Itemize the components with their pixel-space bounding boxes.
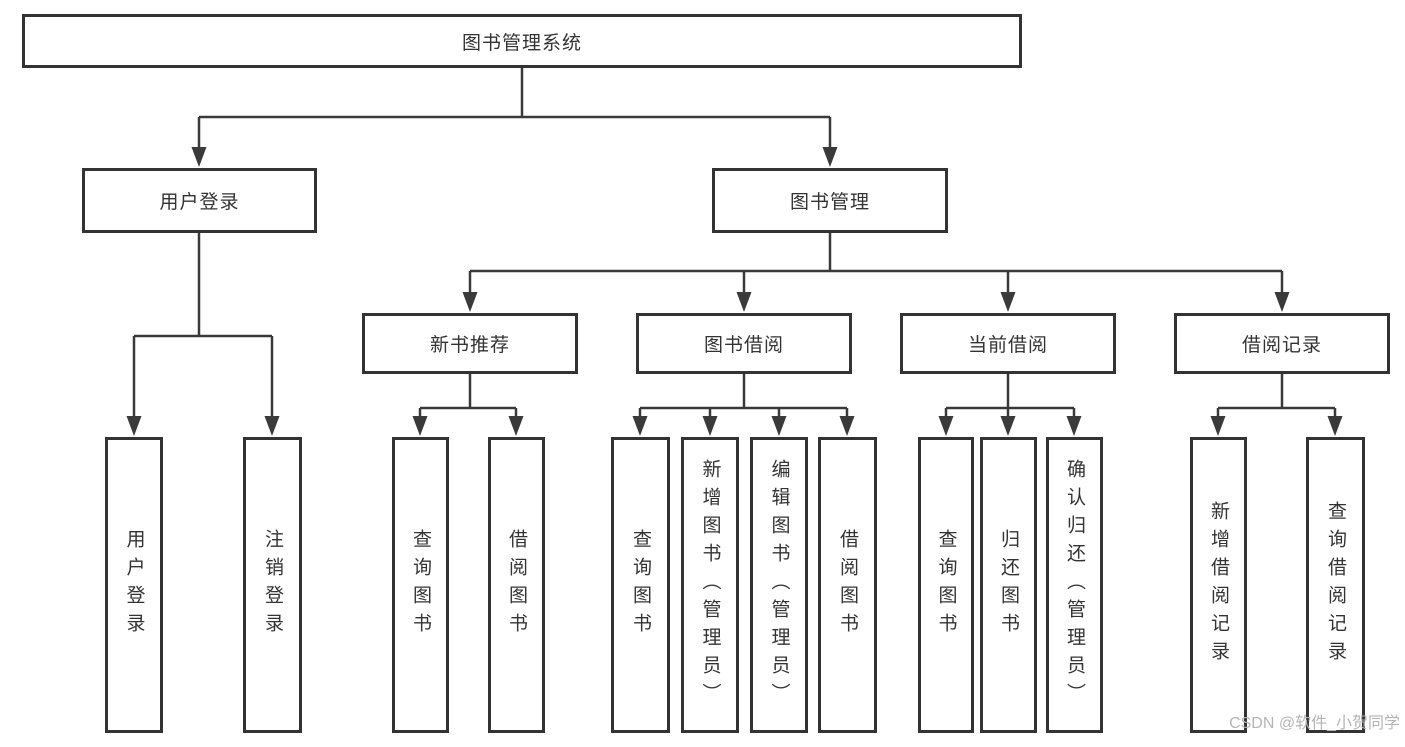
node-label: 用户登录 — [159, 192, 240, 213]
arrowhead — [126, 416, 142, 436]
node-label: 图书借阅 — [703, 335, 784, 356]
node-label: 新增借阅记录 — [1208, 501, 1229, 669]
leaf-borrow-books: 借阅图书 — [488, 437, 545, 733]
leaf-edit-books-admin: 编辑图书（管理员） — [750, 437, 808, 733]
leaf-query-books: 查询图书 — [392, 437, 449, 733]
arrowhead — [1210, 416, 1226, 436]
arrowhead — [736, 292, 752, 312]
arrowhead — [264, 416, 280, 436]
arrowhead — [1274, 292, 1290, 312]
leaf-logout: 注销登录 — [243, 437, 302, 733]
arrowhead — [508, 416, 524, 436]
arrowhead — [938, 416, 954, 436]
node-label: 新增图书（管理员） — [699, 459, 721, 711]
leaf-query-books: 查询图书 — [918, 437, 974, 733]
node-label: 确认归还（管理员） — [1064, 459, 1085, 711]
arrowhead — [771, 416, 787, 436]
arrowhead — [1000, 292, 1016, 312]
node-book-borrowing: 图书借阅 — [636, 313, 852, 374]
arrowhead — [632, 416, 648, 436]
node-label: 注销登录 — [262, 529, 283, 641]
leaf-return-books: 归还图书 — [980, 437, 1037, 733]
csdn-watermark: CSDN @软件_小贺同学 — [1229, 715, 1400, 732]
node-label: 编辑图书（管理员） — [768, 459, 790, 711]
node-label: 归还图书 — [998, 529, 1019, 641]
node-new-book-recommendation: 新书推荐 — [362, 313, 578, 374]
node-label: 查询图书 — [630, 529, 651, 641]
arrowhead — [191, 147, 207, 167]
node-book-management: 图书管理 — [712, 168, 948, 233]
arrowhead — [1327, 416, 1343, 436]
arrowhead — [822, 147, 838, 167]
connector-userlogin-to-leaves — [132, 233, 274, 418]
connector-shafts — [132, 68, 1337, 418]
connector-currentborrow-to-leaves — [944, 374, 1076, 418]
connector-root-to-level2 — [197, 68, 832, 148]
leaf-query-borrow-record: 查询借阅记录 — [1306, 437, 1365, 733]
leaf-confirm-return-admin: 确认归还（管理员） — [1046, 437, 1103, 733]
arrowhead — [412, 416, 428, 436]
node-label: 借阅图书 — [837, 529, 858, 641]
node-label: 查询借阅记录 — [1325, 501, 1346, 669]
node-label: 图书管理 — [789, 192, 870, 213]
leaf-borrow-books: 借阅图书 — [818, 437, 877, 733]
arrowhead — [1000, 416, 1016, 436]
node-library-management-system: 图书管理系统 — [22, 14, 1022, 68]
node-label: 借阅记录 — [1241, 335, 1322, 356]
connector-record-to-leaves — [1216, 374, 1337, 418]
node-current-borrowing: 当前借阅 — [900, 313, 1116, 374]
node-label: 查询图书 — [935, 529, 957, 641]
connector-newbook-to-leaves — [418, 374, 518, 418]
arrowhead — [462, 292, 478, 312]
node-label: 图书管理系统 — [461, 32, 582, 54]
arrowhead — [839, 416, 855, 436]
leaf-add-borrow-record: 新增借阅记录 — [1190, 437, 1247, 733]
node-label: 借阅图书 — [506, 529, 527, 641]
leaf-add-books-admin: 新增图书（管理员） — [681, 437, 739, 733]
arrowhead — [702, 416, 718, 436]
leaf-user-login: 用户登录 — [105, 437, 163, 733]
node-label: 用户登录 — [123, 529, 145, 641]
connector-bookmgmt-to-level3 — [468, 233, 1284, 294]
leaf-query-books: 查询图书 — [611, 437, 670, 733]
connector-arrowheads — [126, 147, 1343, 436]
arrowhead — [1066, 416, 1082, 436]
connector-bookborrow-to-leaves — [638, 374, 849, 418]
node-label: 新书推荐 — [429, 335, 510, 356]
node-label: 查询图书 — [410, 529, 431, 641]
node-label: 当前借阅 — [967, 335, 1048, 356]
node-borrowing-records: 借阅记录 — [1174, 313, 1390, 374]
node-user-login: 用户登录 — [82, 168, 317, 233]
